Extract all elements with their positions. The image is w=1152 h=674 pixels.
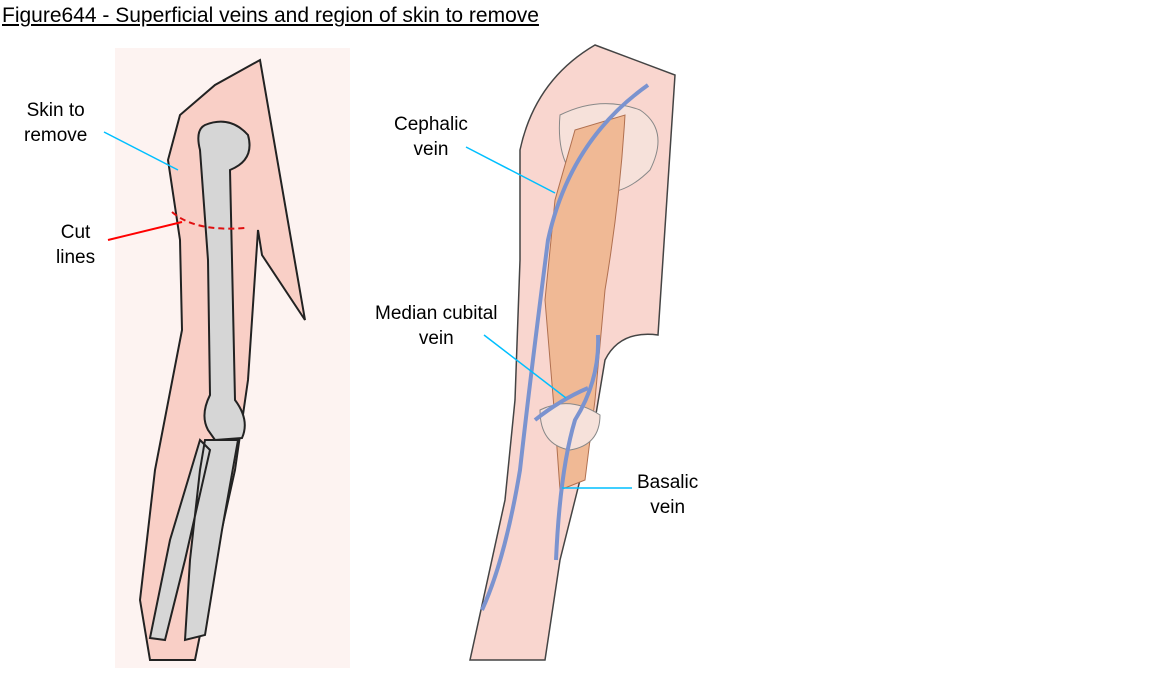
label-median-cubital-vein: Median cubital vein xyxy=(375,301,498,351)
label-line: Skin to xyxy=(26,100,85,121)
skin-pointer-line xyxy=(103,131,179,171)
figure-title: Figure644 - Superficial veins and region… xyxy=(2,4,539,27)
label-line: remove xyxy=(24,125,88,146)
label-line: lines xyxy=(56,247,96,268)
elbow-joint xyxy=(539,403,601,451)
label-line: Median cubital xyxy=(375,303,498,324)
label-cephalic-vein: Cephalic vein xyxy=(394,112,468,162)
cephalic-pointer-line xyxy=(465,146,556,194)
label-line: Cut xyxy=(60,222,91,243)
label-line: vein xyxy=(650,497,686,518)
label-line: Cephalic xyxy=(394,114,468,135)
cut-pointer-line xyxy=(107,221,183,241)
forearm-bones xyxy=(148,438,240,642)
median-cubital-pointer-line xyxy=(483,334,567,399)
label-basalic-vein: Basalic vein xyxy=(637,470,698,520)
cephalic-vein xyxy=(480,83,650,611)
label-line: vein xyxy=(418,328,454,349)
label-line: Basalic xyxy=(637,472,699,493)
median-cubital-vein xyxy=(533,386,589,422)
label-skin-to-remove: Skin to remove xyxy=(24,98,87,148)
basalic-vein xyxy=(554,334,601,561)
humerus-bone xyxy=(197,120,251,442)
label-cut-lines: Cut lines xyxy=(56,220,95,270)
label-line: vein xyxy=(413,139,449,160)
cut-line xyxy=(171,211,246,230)
